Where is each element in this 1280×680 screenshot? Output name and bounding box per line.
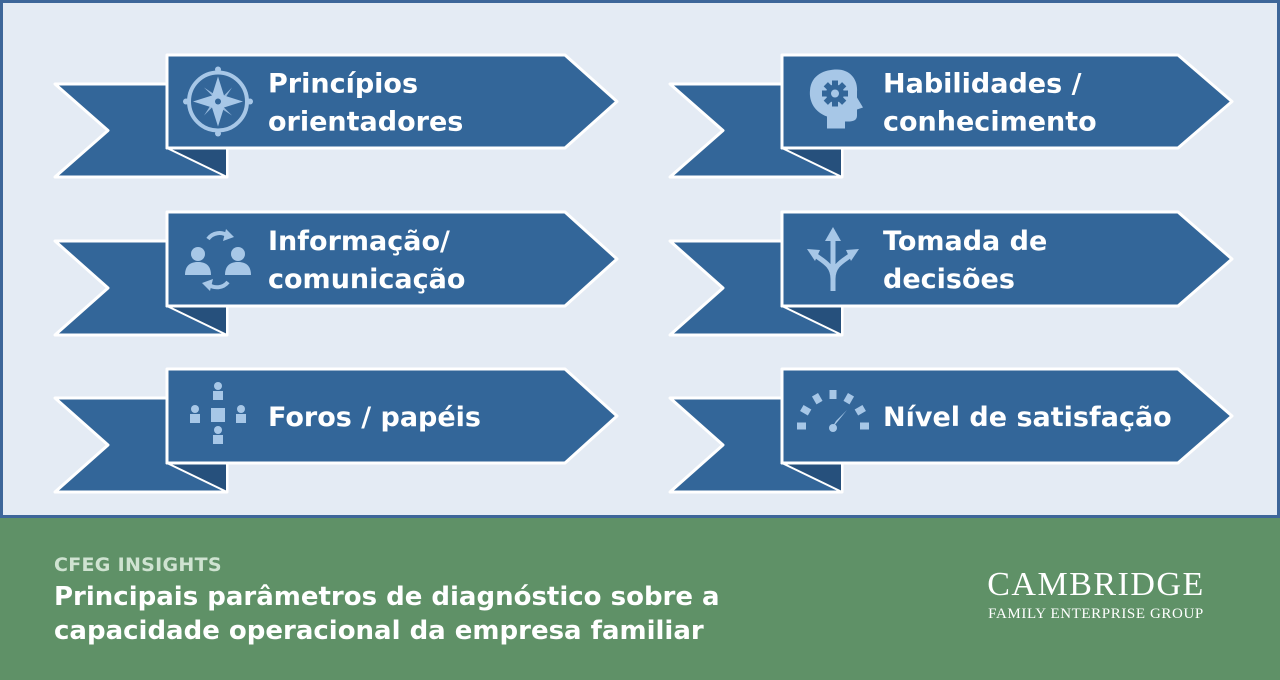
ribbon-label-line: conhecimento bbox=[883, 107, 1097, 138]
ribbon-label-line: decisões bbox=[883, 264, 1015, 295]
ribbon-body bbox=[780, 53, 1234, 150]
compass-icon bbox=[183, 66, 253, 137]
ribbon-label-line: Informação/ bbox=[268, 226, 450, 257]
parameter-ribbon: Princípios orientadores bbox=[53, 53, 619, 179]
ribbon-label-line: Princípios bbox=[268, 69, 418, 100]
head-gear-icon bbox=[809, 69, 863, 129]
brand-logo: CAMBRIDGE Family Enterprise Group bbox=[966, 566, 1226, 623]
parameter-ribbon: Nível de satisfação bbox=[668, 367, 1234, 494]
footer-title-line-2: capacidade operacional da empresa famili… bbox=[54, 616, 704, 646]
ribbon-label-line: comunicação bbox=[268, 264, 465, 295]
ribbon-label-line: Nível de satisfação bbox=[883, 402, 1172, 433]
ribbon-list: Princípios orientadores Habilidades / conhe… bbox=[53, 53, 1234, 494]
ribbon-label: Tomada de decisões bbox=[883, 226, 1047, 295]
parameter-ribbon: Informação/comunicação bbox=[53, 210, 619, 337]
ribbon-label: Habilidades / conhecimento bbox=[883, 69, 1097, 138]
ribbon-label-line: Tomada de bbox=[883, 226, 1047, 257]
ribbon-label: Informação/comunicação bbox=[268, 226, 465, 295]
parameter-ribbon: Foros / papéis bbox=[53, 367, 619, 494]
org-chart-icon bbox=[190, 382, 246, 444]
ribbon-body bbox=[165, 53, 619, 150]
ribbon-label: Foros / papéis bbox=[268, 402, 481, 433]
ribbon-body bbox=[780, 210, 1234, 308]
ribbon-label-line: orientadores bbox=[268, 107, 463, 138]
parameter-diagram: Princípios orientadores Habilidades / conhe… bbox=[53, 53, 1234, 494]
brand-subtitle: Family Enterprise Group bbox=[988, 606, 1204, 622]
footer-banner: CFEG INSIGHTS Principais parâmetros de d… bbox=[0, 518, 1280, 680]
footer-kicker: CFEG INSIGHTS bbox=[54, 554, 222, 576]
communication-icon bbox=[185, 229, 251, 291]
ribbon-body bbox=[780, 367, 1234, 465]
ribbon-label-line: Foros / papéis bbox=[268, 402, 481, 433]
footer-title-line-1: Principais parâmetros de diagnóstico sob… bbox=[54, 582, 720, 612]
brand-name: CAMBRIDGE bbox=[987, 566, 1205, 603]
ribbon-label-line: Habilidades / bbox=[883, 69, 1082, 100]
gauge-icon bbox=[797, 390, 869, 432]
ribbon-body bbox=[165, 210, 619, 308]
footer-title: Principais parâmetros de diagnóstico sob… bbox=[54, 580, 874, 648]
ribbon-body bbox=[165, 367, 619, 465]
diverging-arrows-icon bbox=[807, 227, 859, 291]
parameter-ribbon: Habilidades / conhecimento bbox=[668, 53, 1234, 179]
parameter-ribbon: Tomada de decisões bbox=[668, 210, 1234, 337]
ribbon-label: Nível de satisfação bbox=[883, 402, 1172, 433]
ribbon-label: Princípios orientadores bbox=[268, 69, 463, 138]
